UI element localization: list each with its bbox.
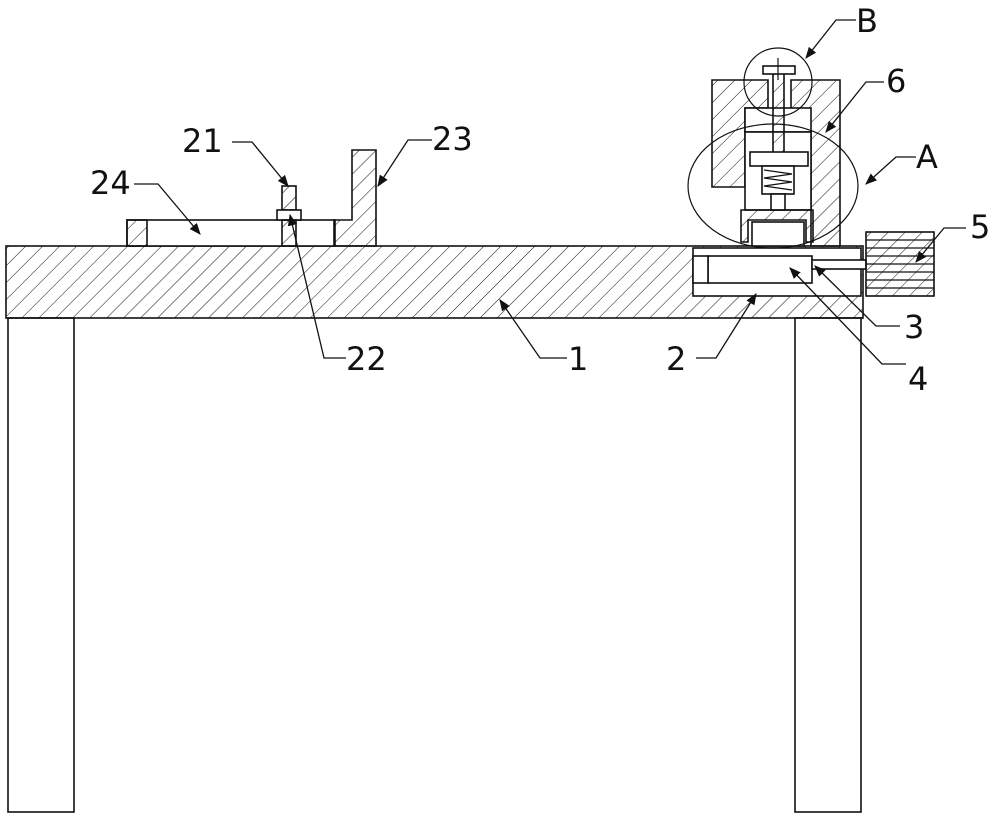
label-block: 4	[908, 360, 928, 398]
clamp-head	[740, 209, 814, 243]
slide-block-cap	[692, 255, 709, 284]
bolt-head	[281, 185, 297, 211]
label-slot: 2	[666, 340, 686, 378]
spring	[761, 165, 795, 195]
label-knob: 5	[970, 208, 990, 246]
label-nut: 22	[346, 340, 387, 378]
detail-circle-a	[687, 123, 859, 249]
table-leg-right	[794, 317, 862, 813]
label-base-plate: 24	[90, 164, 131, 202]
base-plate	[126, 219, 336, 247]
label-detail-b: B	[856, 2, 878, 40]
screw-shaft	[772, 69, 785, 159]
label-slider: 3	[904, 308, 924, 346]
screw-head	[762, 65, 796, 75]
label-detail-a: A	[916, 138, 938, 176]
label-table: 1	[568, 340, 588, 378]
press-plate	[749, 151, 809, 167]
base-plate-end	[126, 219, 148, 247]
slide-block	[707, 255, 813, 284]
stop-plate	[333, 149, 377, 247]
clamp-pad	[751, 221, 805, 247]
slider-rod	[811, 259, 867, 270]
label-stop-plate: 23	[432, 120, 473, 158]
knob-ridges	[866, 239, 934, 289]
leader-lines	[134, 19, 966, 365]
press-stem	[770, 193, 786, 211]
table-leg-left	[7, 317, 75, 813]
label-bolt: 21	[182, 122, 223, 160]
bolt-nut	[276, 209, 302, 221]
detail-circle-b	[743, 47, 813, 117]
label-frame: 6	[886, 62, 906, 100]
